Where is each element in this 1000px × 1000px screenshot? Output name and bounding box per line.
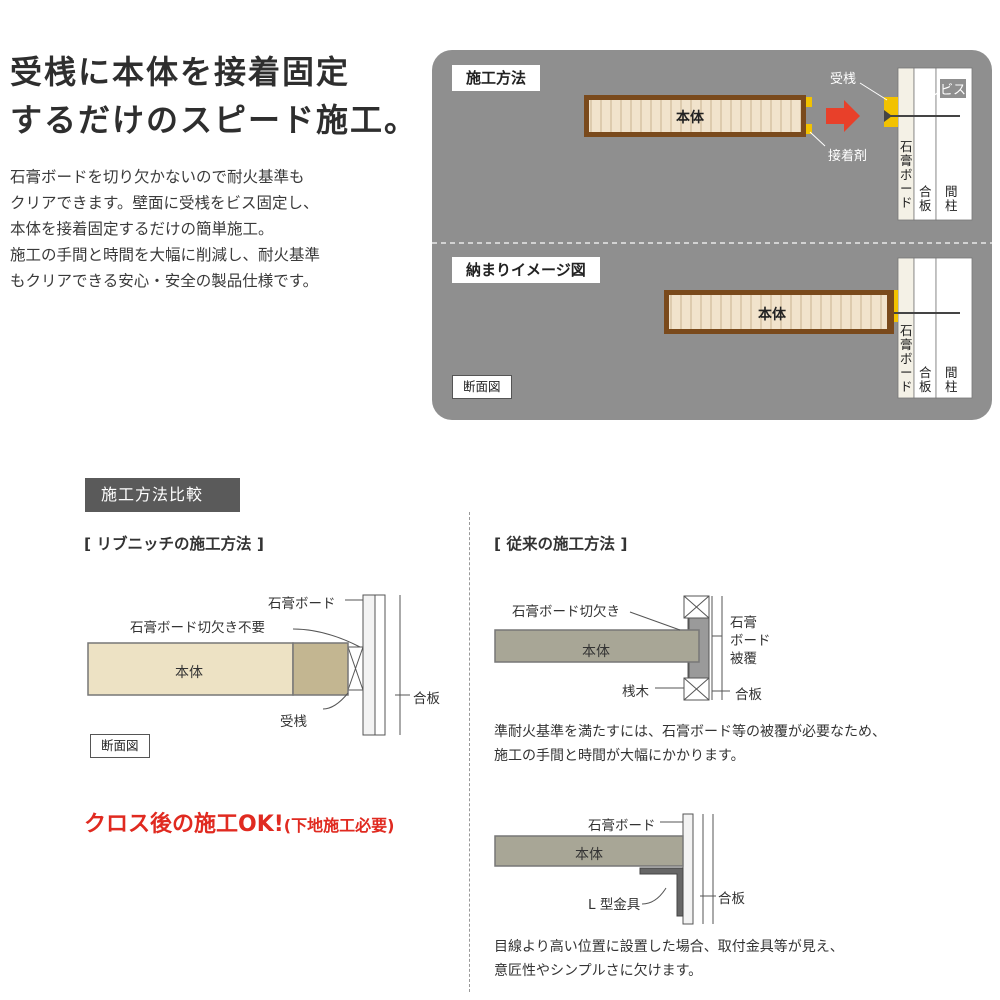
note-1-line: 施工の手間と時間が大幅にかかります。: [494, 748, 745, 764]
mabashira-label-top: 間柱: [945, 184, 958, 213]
right-diagram-2: [494, 813, 716, 925]
leader-adhesive: [809, 131, 826, 147]
right2-l-bracket-label: L 型金具: [588, 897, 641, 913]
leader-bisu: [917, 87, 943, 113]
right2-goban-label: 合板: [718, 891, 745, 907]
description-line: 施工の手間と時間を大幅に削減し、耐火基準: [10, 246, 321, 264]
right1-sanki-label: 桟木: [622, 684, 649, 700]
ukesan-callout: 受桟: [830, 72, 857, 87]
headline-line-1: 受桟に本体を接着固定: [10, 53, 351, 91]
right1-cut-label: 石膏ボード切欠き: [512, 604, 620, 620]
screw-head-top: [884, 110, 892, 122]
right-diagram-1: [494, 595, 730, 701]
goban-label-top: 合板: [919, 184, 932, 213]
note-2-line: 目線より高い位置に設置した場合、取付金具等が見え、: [494, 939, 844, 955]
left-title: [ リブニッチの施工方法 ]: [84, 535, 264, 553]
right1-cover-label: 石膏 ボード 被覆: [730, 614, 771, 668]
honntai-body-top: [589, 100, 801, 132]
right2-honntai-label: 本体: [575, 847, 603, 863]
description-line: 本体を接着固定するだけの簡単施工。: [10, 220, 274, 238]
honntai-body-bottom: [669, 295, 887, 329]
left-no-cut-label: 石膏ボード切欠き不要: [130, 620, 265, 636]
comparison-tab: 施工方法比較: [85, 478, 240, 512]
method-illustration: [432, 67, 992, 399]
comparison-divider: [469, 512, 470, 992]
cover-line: ボード: [730, 633, 771, 649]
description: 石膏ボードを切り欠かないので耐火基準も クリアできます。壁面に受桟をビス固定し、…: [10, 164, 320, 294]
sekko-board-label-top: 石膏ボード: [900, 139, 913, 210]
method-label: 施工方法: [452, 65, 541, 91]
note-1-line: 準耐火基準を満たすには、石膏ボード等の被覆が必要なため、: [494, 724, 886, 740]
right1-goban-label: 合板: [735, 687, 762, 703]
left-diagram: [87, 594, 410, 736]
note-2-line: 意匠性やシンプルさに欠けます。: [494, 963, 703, 979]
adhesive-upper: [806, 97, 812, 107]
right-title: [ 従来の施工方法 ]: [494, 535, 628, 553]
mabashira-label-bottom: 間柱: [945, 365, 958, 394]
red-sub: (下地施工必要): [283, 816, 395, 835]
stud-bottom: [935, 257, 973, 399]
honntai-text-top: 本体: [676, 110, 704, 126]
bisu-callout: ビス: [940, 79, 967, 98]
goban-label-bottom: 合板: [919, 365, 932, 394]
cover-line: 被覆: [730, 651, 757, 667]
section-label: 断面図: [452, 375, 512, 399]
adhesive-lower: [806, 124, 812, 134]
description-line: クリアできます。壁面に受桟をビス固定し、: [10, 194, 319, 212]
description-line: もクリアできる安心・安全の製品仕様です。: [10, 272, 319, 290]
left-ukesan-label: 受桟: [280, 714, 307, 730]
left-goban-label: 合板: [413, 691, 440, 707]
honntai-text-bottom: 本体: [758, 307, 786, 323]
ukesan-top: [884, 97, 898, 127]
headline-line-2: するだけのスピード施工。: [10, 101, 419, 139]
right2-sekko-board-label: 石膏ボード: [588, 818, 656, 834]
left-honntai-label: 本体: [175, 665, 203, 681]
cloth-after-ok-text: クロス後の施工OK!(下地施工必要): [84, 806, 394, 838]
adhesive-callout: 接着剤: [828, 149, 868, 164]
headline: 受桟に本体を接着固定 するだけのスピード施工。: [10, 48, 418, 144]
fitting-label: 納まりイメージ図: [452, 257, 600, 283]
right1-honntai-label: 本体: [582, 644, 610, 660]
left-section-label: 断面図: [90, 734, 150, 758]
note-1: 準耐火基準を満たすには、石膏ボード等の被覆が必要なため、 施工の手間と時間が大幅…: [494, 720, 886, 768]
description-line: 石膏ボードを切り欠かないので耐火基準も: [10, 168, 305, 186]
note-2: 目線より高い位置に設置した場合、取付金具等が見え、 意匠性やシンプルさに欠けます…: [494, 935, 844, 983]
red-main: クロス後の施工OK!: [84, 812, 284, 837]
cover-line: 石膏: [730, 615, 757, 631]
leader-ukesan: [859, 82, 888, 101]
arrow-icon: [826, 100, 860, 132]
sekko-board-label-bottom: 石膏ボード: [900, 323, 913, 394]
left-sekko-board-label: 石膏ボード: [268, 596, 336, 612]
